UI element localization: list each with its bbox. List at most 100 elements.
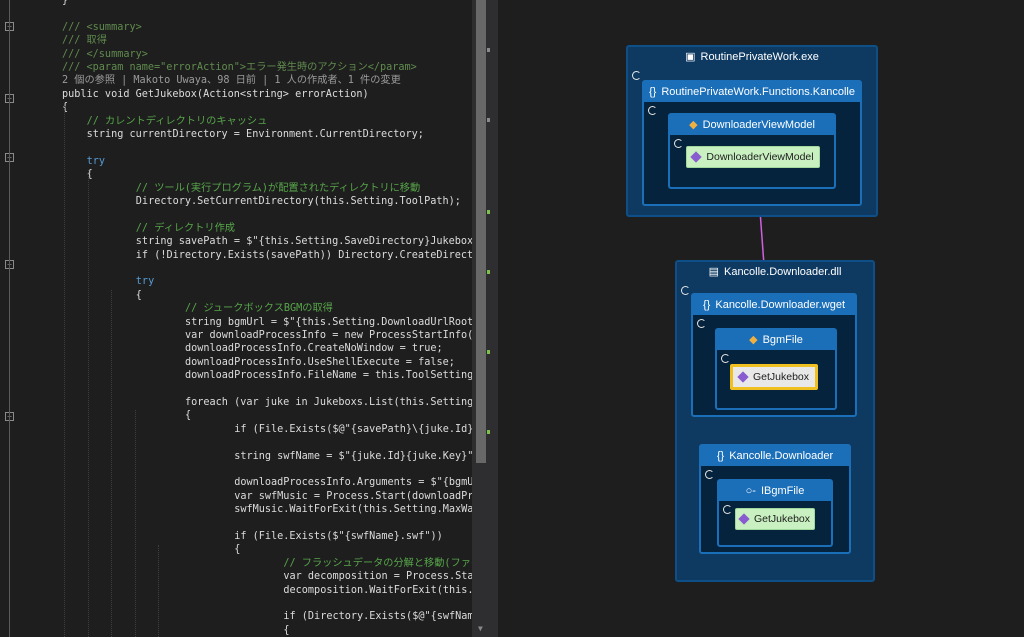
code-line[interactable]: /// <summary>	[62, 21, 142, 34]
code-line[interactable]: if (File.Exists($@"{savePath}\{juke.Id}_…	[234, 423, 472, 436]
method-label: GetJukebox	[754, 513, 810, 525]
class-group[interactable]: ◆ BgmFile GetJukebox	[715, 328, 837, 410]
code-line[interactable]: /// </summary>	[62, 48, 148, 61]
code-line[interactable]: string savePath = $"{this.Setting.SaveDi…	[136, 235, 472, 248]
code-line[interactable]: {	[234, 543, 240, 556]
class-header: ◆ DownloaderViewModel	[670, 115, 834, 135]
code-line[interactable]: swfMusic.WaitForExit(this.Setting.MaxWai…	[234, 503, 472, 516]
interface-icon: ○-	[746, 481, 756, 501]
exe-title: RoutinePrivateWork.exe	[701, 51, 819, 63]
method-node[interactable]: GetJukebox	[735, 508, 815, 530]
code-line[interactable]: if (File.Exists($"{swfName}.swf"))	[234, 530, 443, 543]
code-line[interactable]: var downloadProcessInfo = new ProcessSta…	[185, 329, 472, 342]
method-icon	[691, 152, 702, 163]
method-icon	[737, 372, 748, 383]
change-mark	[487, 430, 490, 434]
code-line[interactable]: // ツール(実行プログラム)が配置されたディレクトリに移動	[136, 182, 420, 195]
method-node[interactable]: DownloaderViewModel	[686, 146, 820, 168]
indent-guide	[111, 290, 112, 637]
code-line[interactable]: downloadProcessInfo.FileName = this.Tool…	[185, 369, 472, 382]
namespace-group[interactable]: {}RoutinePrivateWork.Functions.Kancolle …	[642, 80, 862, 206]
code-line[interactable]: try	[87, 155, 105, 168]
code-line[interactable]: decomposition.WaitForExit(this.Setting.M…	[283, 584, 472, 597]
change-mark	[487, 270, 490, 274]
code-line[interactable]: downloadProcessInfo.UseShellExecute = fa…	[185, 356, 455, 369]
indent-guide	[88, 170, 89, 637]
code-line[interactable]: var decomposition = Process.Start(this.T…	[283, 570, 472, 583]
code-line[interactable]: /// 取得	[62, 34, 107, 47]
class-title: DownloaderViewModel	[703, 119, 815, 131]
scroll-down-arrow-icon[interactable]: ▼	[478, 624, 483, 633]
code-line[interactable]: // ディレクトリ作成	[136, 222, 235, 235]
interface-group[interactable]: ○- IBgmFile GetJukebox	[717, 479, 833, 547]
code-line[interactable]: string bgmUrl = $"{this.Setting.Download…	[185, 316, 472, 329]
expand-collapse-icon[interactable]	[632, 71, 641, 80]
code-line[interactable]: downloadProcessInfo.CreateNoWindow = tru…	[185, 342, 443, 355]
indent-guide	[64, 106, 65, 637]
interface-title: IBgmFile	[761, 485, 804, 497]
expand-collapse-icon[interactable]	[648, 106, 657, 115]
method-label: DownloaderViewModel	[706, 151, 813, 163]
code-line[interactable]: public void GetJukebox(Action<string> er…	[62, 88, 369, 101]
method-icon	[738, 514, 749, 525]
code-line[interactable]: 2 個の参照 | Makoto Uwaya、98 日前 | 1 人の作成者、1 …	[62, 74, 401, 87]
code-editor[interactable]: −−−−− } /// <summary>/// 取得/// </summary>…	[0, 0, 472, 637]
expand-collapse-icon[interactable]	[705, 470, 714, 479]
code-line[interactable]: try	[136, 275, 154, 288]
namespace-header: {}Kancolle.Downloader	[701, 446, 849, 466]
code-line[interactable]: // ジュークボックスBGMの取得	[185, 302, 333, 315]
namespace-group[interactable]: {}Kancolle.Downloader ○- IBgmFile GetJuke…	[699, 444, 851, 554]
expand-collapse-icon[interactable]	[721, 354, 730, 363]
editor-gutter: −−−−−	[0, 0, 52, 637]
namespace-icon: {}	[649, 82, 656, 102]
expand-collapse-icon[interactable]	[681, 286, 690, 295]
expand-collapse-icon[interactable]	[697, 319, 706, 328]
namespace-header: {} RoutinePrivateWork.Functions.Kancolle	[644, 82, 860, 102]
code-line[interactable]: {	[62, 101, 68, 114]
change-mark	[487, 350, 490, 354]
code-line[interactable]: if (!Directory.Exists(savePath)) Directo…	[136, 249, 472, 262]
code-line[interactable]: {	[136, 289, 142, 302]
interface-header: ○- IBgmFile	[719, 481, 831, 501]
namespace-title: Kancolle.Downloader.wget	[715, 299, 845, 311]
class-title: BgmFile	[763, 334, 803, 346]
code-line[interactable]: string swfName = $"{juke.Id}{juke.Key}";	[234, 450, 472, 463]
code-line[interactable]: /// <param name="errorAction">エラー発生時のアクシ…	[62, 61, 417, 74]
namespace-title: RoutinePrivateWork.Functions.Kancolle	[661, 86, 855, 98]
dll-title: Kancolle.Downloader.dll	[724, 266, 841, 278]
class-icon: ◆	[689, 115, 697, 135]
code-line[interactable]: Directory.SetCurrentDirectory(this.Setti…	[136, 195, 461, 208]
code-line[interactable]: downloadProcessInfo.Arguments = $"{bgmUr…	[234, 476, 472, 489]
namespace-group[interactable]: {}Kancolle.Downloader.wget ◆ BgmFile GetJ…	[691, 293, 857, 417]
dll-icon: ▤	[709, 262, 719, 282]
method-node-selected[interactable]: GetJukebox	[730, 364, 818, 390]
code-line[interactable]: foreach (var juke in Jukeboxs.List(this.…	[185, 396, 472, 409]
editor-vertical-scrollbar[interactable]: ▼	[472, 0, 498, 637]
exe-group-header: ▣RoutinePrivateWork.exe	[628, 47, 876, 67]
dll-group[interactable]: ▤ Kancolle.Downloader.dll {}Kancolle.Down…	[675, 260, 875, 582]
namespace-title: Kancolle.Downloader	[729, 450, 833, 462]
code-line[interactable]: var swfMusic = Process.Start(downloadPro…	[234, 490, 472, 503]
namespace-header: {}Kancolle.Downloader.wget	[693, 295, 855, 315]
dll-group-header: ▤ Kancolle.Downloader.dll	[677, 262, 873, 282]
scroll-mark	[487, 118, 490, 122]
class-group[interactable]: ◆ DownloaderViewModel DownloaderViewModel	[668, 113, 836, 189]
scrollbar-thumb[interactable]	[476, 0, 486, 463]
code-line[interactable]: if (Directory.Exists($@"{swfName}\SOUND"…	[283, 610, 472, 623]
class-header: ◆ BgmFile	[717, 330, 835, 350]
dependency-graph[interactable]: ▣RoutinePrivateWork.exe {} RoutinePrivate…	[498, 0, 1024, 637]
exe-group[interactable]: ▣RoutinePrivateWork.exe {} RoutinePrivate…	[626, 45, 878, 217]
class-icon: ◆	[749, 330, 757, 350]
code-line[interactable]: // フラッシュデータの分解と移動(ファイル名の変更)	[283, 557, 472, 570]
code-line[interactable]: {	[283, 624, 289, 637]
method-label: GetJukebox	[753, 371, 809, 383]
scroll-mark	[487, 48, 490, 52]
code-line[interactable]: // カレントディレクトリのキャッシュ	[87, 115, 268, 128]
code-line[interactable]: }	[62, 0, 68, 7]
change-mark	[487, 210, 490, 214]
code-line[interactable]: {	[185, 409, 191, 422]
code-line[interactable]: string currentDirectory = Environment.Cu…	[87, 128, 424, 141]
expand-collapse-icon[interactable]	[723, 505, 732, 514]
expand-collapse-icon[interactable]	[674, 139, 683, 148]
indent-guide	[158, 545, 159, 637]
